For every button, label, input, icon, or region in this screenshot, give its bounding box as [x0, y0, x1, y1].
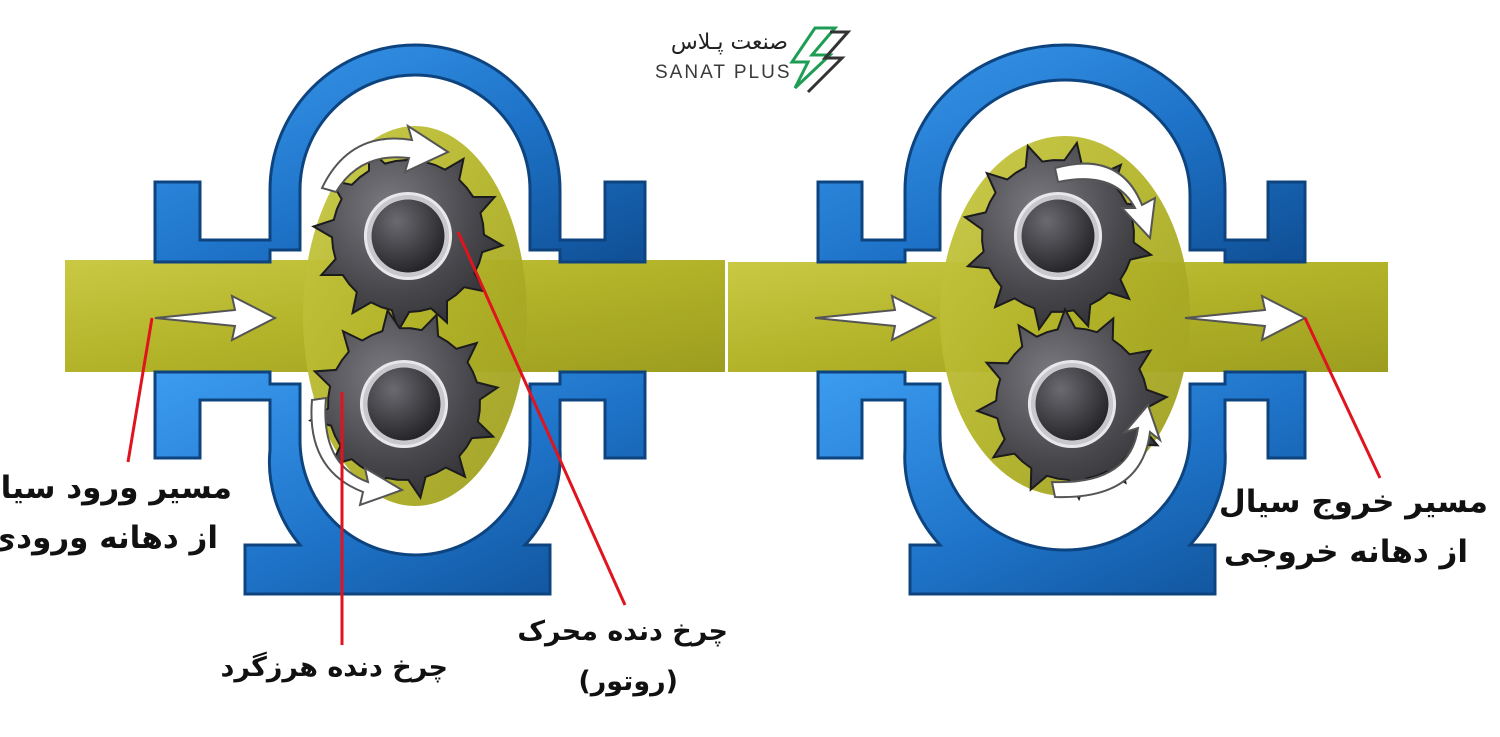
idler-gear-label: چرخ دنده هرزگرد: [221, 648, 448, 688]
brand-name-fa: صنعت پـلاس: [671, 30, 788, 55]
gear-hub: [368, 368, 441, 441]
inlet-label-line2: از دهانه ورودی: [0, 516, 218, 560]
gear-hub: [372, 200, 445, 273]
outlet-label-line1: مسیر خروج سیال: [1219, 480, 1488, 524]
gear-hub: [1022, 200, 1095, 273]
inlet-label-line1: مسیر ورود سیال: [0, 466, 232, 510]
drive-gear-label-line2: (روتور): [578, 662, 678, 702]
gear-hub: [1036, 368, 1109, 441]
pump-left: [65, 45, 725, 594]
sanat-plus-logo-icon: [792, 28, 848, 92]
outlet-label-line2: از دهانه خروجی: [1224, 530, 1468, 574]
drive-gear-label-line1: چرخ دنده محرک: [517, 612, 728, 652]
brand-name-en: SANAT PLUS: [655, 62, 792, 84]
